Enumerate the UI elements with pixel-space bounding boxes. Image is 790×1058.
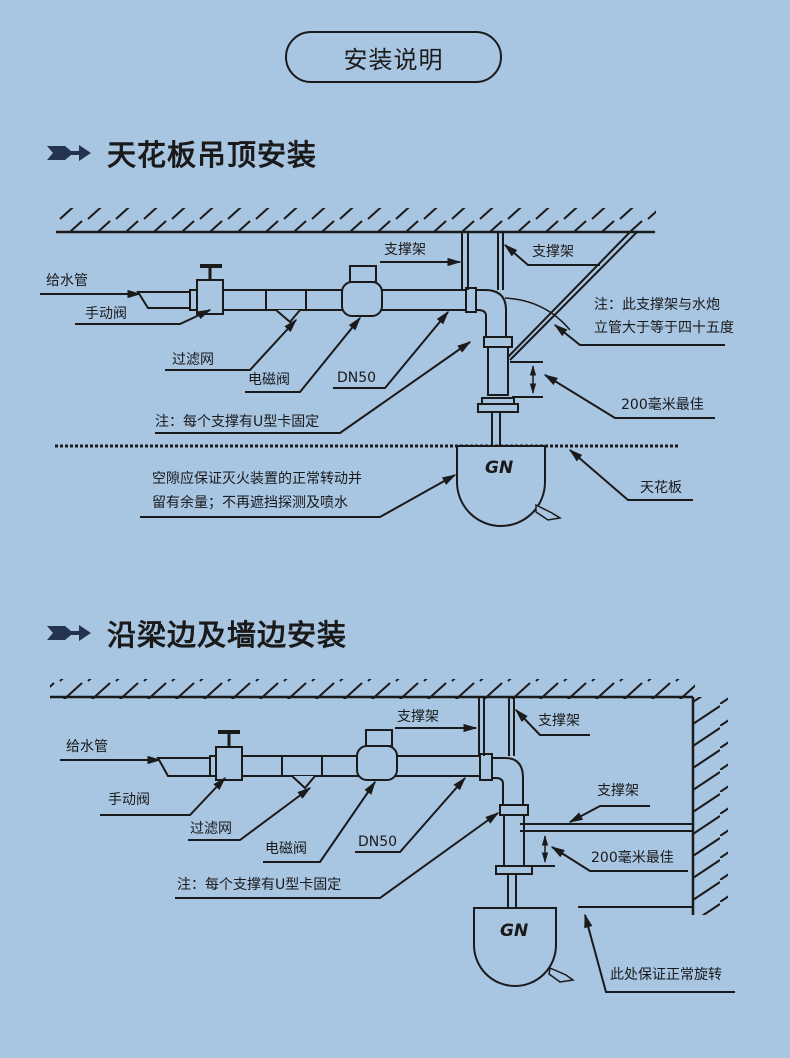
beam-slab: [50, 679, 695, 699]
pipe-run: [156, 729, 524, 811]
device-label-gn: GN: [485, 458, 514, 478]
label-solenoid-valve: 电磁阀: [265, 841, 307, 857]
label-solenoid-valve: 电磁阀: [248, 372, 290, 388]
double-arrow-icon: [47, 625, 91, 641]
label-manual-valve: 手动阀: [85, 306, 127, 322]
label-support-right: 支撑架: [538, 713, 580, 729]
wall: [691, 697, 728, 915]
label-support-wall: 支撑架: [597, 783, 639, 799]
label-supply-pipe: 给水管: [66, 739, 108, 755]
page-title: 安装说明: [285, 31, 502, 83]
gn-device: [473, 907, 575, 987]
label-manual-valve: 手动阀: [108, 792, 150, 808]
label-dn50: DN50: [358, 834, 398, 850]
manual-valve: [196, 279, 224, 315]
diagonal-brace: [504, 231, 631, 361]
riser-pipe: [495, 804, 533, 908]
label-angle-note-1: 注：此支撑架与水炮: [594, 297, 720, 313]
label-filter: 过滤网: [172, 352, 214, 368]
ceiling-slab: [56, 208, 656, 234]
section-title: 沿梁边及墙边安装: [107, 618, 348, 652]
label-support-left: 支撑架: [384, 242, 426, 258]
riser-pipe: [477, 336, 519, 446]
pipe-run: [136, 264, 507, 346]
label-u-clamp-note: 注：每个支撑有U型卡固定: [155, 414, 320, 430]
label-u-clamp-note: 注：每个支撑有U型卡固定: [177, 877, 342, 893]
label-support-left: 支撑架: [397, 709, 439, 725]
gn-device: [456, 445, 563, 527]
label-filter: 过滤网: [190, 821, 232, 837]
label-distance: 200毫米最佳: [591, 850, 674, 866]
section-heading-beam-wall: 沿梁边及墙边安装: [45, 612, 347, 654]
label-support-right: 支撑架: [532, 244, 574, 260]
device-label-gn: GN: [500, 921, 529, 941]
filter: [281, 755, 323, 777]
leader-lines: [75, 244, 725, 518]
label-angle-note-2: 立管大于等于四十五度: [594, 320, 734, 336]
label-dn50: DN50: [337, 370, 377, 386]
label-ceiling: 天花板: [640, 480, 682, 496]
leader-lines: [100, 708, 735, 993]
label-distance: 200毫米最佳: [621, 397, 704, 413]
section-title: 天花板吊顶安装: [107, 138, 318, 172]
section-heading-ceiling: 天花板吊顶安装: [45, 132, 317, 174]
solenoid-valve: [365, 729, 393, 747]
manual-valve: [215, 746, 243, 781]
double-arrow-icon: [47, 145, 91, 161]
label-supply-pipe: 给水管: [46, 273, 88, 289]
label-clearance-2: 留有余量；不再遮挡探测及喷水: [152, 495, 348, 511]
label-clearance-1: 空隙应保证灭火装置的正常转动并: [152, 471, 362, 487]
label-rotation-note: 此处保证正常旋转: [610, 967, 722, 983]
